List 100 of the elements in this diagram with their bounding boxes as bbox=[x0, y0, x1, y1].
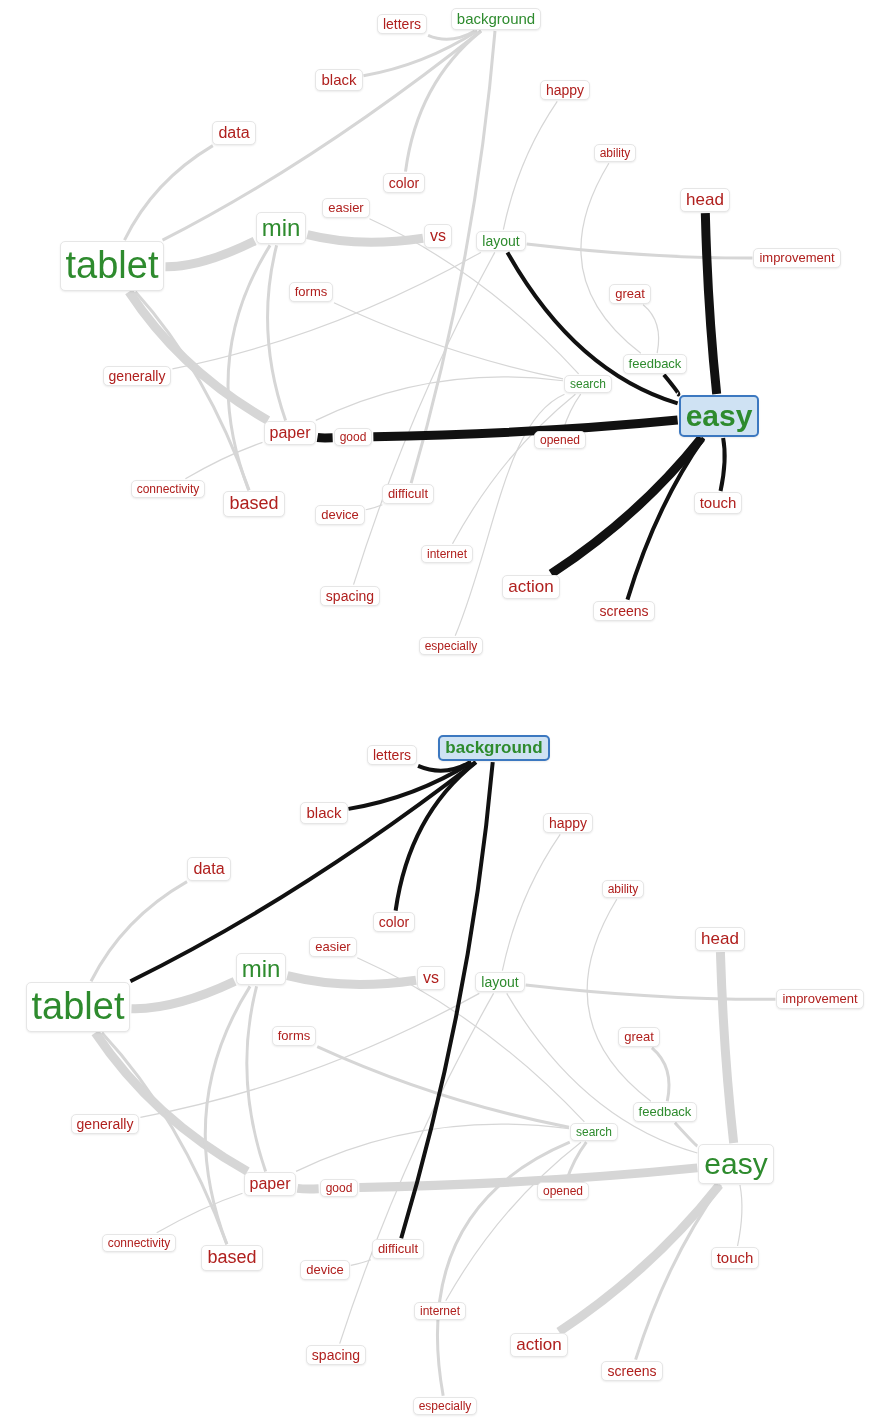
link-line bbox=[399, 762, 495, 1239]
link-line bbox=[165, 236, 257, 272]
word-label: improvement bbox=[776, 989, 864, 1009]
link-line bbox=[525, 983, 776, 1001]
word-label: connectivity bbox=[130, 479, 206, 499]
word-label: layout bbox=[475, 971, 525, 993]
word-label: search bbox=[564, 374, 612, 394]
link-line bbox=[134, 290, 251, 491]
link-line bbox=[348, 760, 473, 811]
word-label: happy bbox=[542, 812, 594, 834]
link-line bbox=[625, 436, 706, 601]
link-line bbox=[365, 504, 383, 511]
link-line bbox=[409, 30, 497, 484]
word-label: black bbox=[315, 69, 363, 91]
word-label: device bbox=[300, 1260, 350, 1280]
link-line bbox=[662, 373, 680, 395]
link-line bbox=[89, 880, 188, 982]
link-line bbox=[501, 833, 561, 972]
link-line bbox=[123, 144, 214, 241]
link-line bbox=[650, 1046, 671, 1102]
link-line bbox=[317, 433, 333, 443]
word-label: background bbox=[450, 8, 542, 30]
word-label: tablet bbox=[25, 982, 131, 1032]
word-label: touch bbox=[693, 492, 743, 514]
link-line bbox=[586, 898, 652, 1102]
selected-word-label: easy bbox=[678, 395, 760, 437]
word-label: head bbox=[695, 926, 745, 952]
word-label: search bbox=[570, 1122, 618, 1142]
link-line bbox=[427, 29, 476, 41]
word-label: tablet bbox=[59, 241, 165, 291]
link-line bbox=[226, 244, 272, 491]
word-label: happy bbox=[539, 79, 591, 101]
word-label: screens bbox=[593, 600, 655, 622]
link-line bbox=[139, 992, 480, 1118]
link-line bbox=[129, 760, 477, 983]
link-line bbox=[634, 1184, 723, 1361]
word-label: connectivity bbox=[101, 1233, 177, 1253]
link-line bbox=[548, 435, 705, 578]
word-label: feedback bbox=[622, 354, 688, 374]
word-label: min bbox=[235, 952, 287, 986]
word-label: ability bbox=[601, 879, 645, 899]
link-line bbox=[445, 1141, 582, 1302]
link-line bbox=[295, 1123, 570, 1172]
link-line bbox=[339, 992, 495, 1345]
link-line bbox=[315, 376, 564, 421]
link-line bbox=[454, 393, 566, 637]
word-label: paper bbox=[243, 1172, 297, 1196]
link-line bbox=[580, 162, 642, 354]
link-line bbox=[356, 957, 585, 1123]
word-label: easier bbox=[322, 198, 370, 218]
link-line bbox=[266, 245, 288, 421]
link-line bbox=[306, 230, 424, 247]
word-label: vs bbox=[424, 224, 452, 248]
link-line bbox=[502, 100, 558, 231]
word-label: easy bbox=[698, 1144, 774, 1184]
word-label: great bbox=[618, 1027, 660, 1047]
word-label: action bbox=[510, 1332, 568, 1358]
word-label: letters bbox=[376, 13, 428, 35]
word-label: spacing bbox=[305, 1344, 367, 1366]
word-label: touch bbox=[710, 1247, 760, 1269]
word-label: especially bbox=[412, 1396, 478, 1416]
word-label: layout bbox=[476, 230, 526, 252]
word-label: paper bbox=[263, 421, 317, 445]
word-label: device bbox=[315, 505, 365, 525]
link-line bbox=[350, 1259, 372, 1266]
link-line bbox=[526, 242, 753, 260]
word-label: data bbox=[187, 857, 231, 881]
word-label: good bbox=[333, 427, 373, 447]
word-label: data bbox=[212, 121, 256, 145]
link-line bbox=[673, 1121, 699, 1148]
word-label: color bbox=[372, 911, 416, 933]
link-line bbox=[245, 986, 268, 1172]
link-line bbox=[131, 977, 237, 1014]
link-line bbox=[718, 437, 727, 492]
word-label: head bbox=[680, 187, 730, 213]
word-label: forms bbox=[288, 282, 334, 302]
word-label: internet bbox=[421, 544, 473, 564]
word-label: generally bbox=[70, 1113, 140, 1135]
link-line bbox=[417, 760, 471, 773]
link-line bbox=[700, 213, 722, 395]
link-line bbox=[352, 251, 496, 586]
link-line bbox=[316, 1045, 570, 1129]
word-label: based bbox=[223, 491, 285, 517]
word-label: screens bbox=[601, 1360, 663, 1382]
word-label: internet bbox=[414, 1301, 466, 1321]
link-line bbox=[333, 302, 564, 380]
word-label: improvement bbox=[753, 248, 841, 268]
link-line bbox=[404, 29, 483, 172]
word-label: min bbox=[255, 211, 307, 245]
word-label: great bbox=[609, 284, 651, 304]
word-label: forms bbox=[271, 1026, 317, 1046]
link-line bbox=[91, 1030, 250, 1176]
link-line bbox=[296, 1183, 319, 1194]
word-label: vs bbox=[417, 966, 445, 990]
link-line bbox=[506, 992, 698, 1154]
link-line bbox=[373, 415, 679, 442]
selected-word-label: background bbox=[438, 734, 550, 762]
word-label: difficult bbox=[371, 1239, 425, 1259]
word-label: color bbox=[382, 172, 426, 194]
link-line bbox=[363, 29, 478, 78]
